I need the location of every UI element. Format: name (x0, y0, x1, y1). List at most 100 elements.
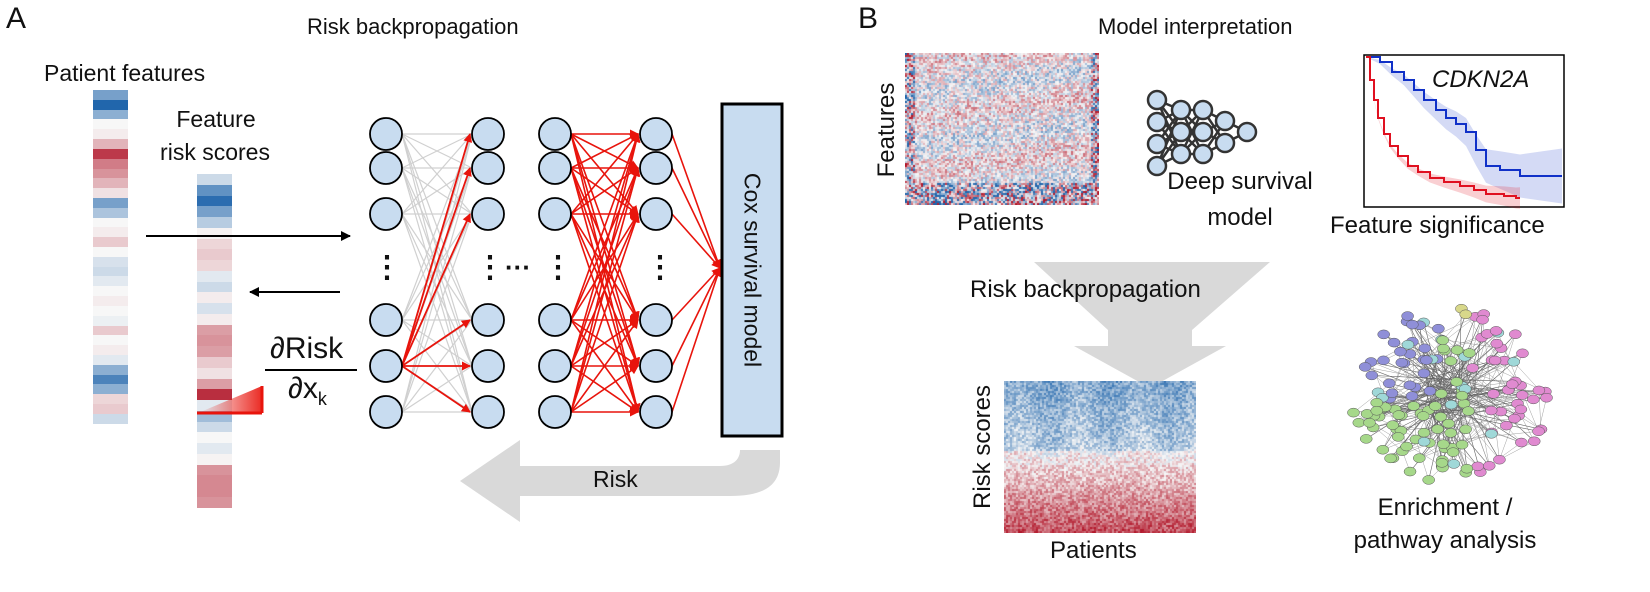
km-plot (1363, 54, 1565, 209)
pathway-edge (1353, 316, 1476, 413)
ellipsis-layer3: ⋮ (543, 251, 573, 284)
network-node (538, 117, 572, 151)
pathway-edge (1440, 411, 1539, 432)
pathway-node (1417, 368, 1431, 379)
network-node (639, 349, 673, 383)
pathway-edge (1391, 359, 1424, 394)
pathway-node (1377, 329, 1390, 340)
deep-model-label-line2: model (1207, 204, 1273, 231)
pathway-node (1401, 339, 1415, 350)
pathway-edge (1427, 360, 1452, 407)
network-node (639, 197, 673, 231)
pathway-node (1436, 335, 1449, 345)
strip-cell (197, 313, 232, 325)
pathway-node (1493, 454, 1506, 465)
deep-model-icon (1146, 89, 1258, 177)
deep-model-label-line1: Deep survival (1167, 168, 1313, 195)
network-node (538, 349, 572, 383)
red-link (570, 319, 639, 367)
red-link (570, 319, 639, 413)
strip-cell (93, 99, 128, 110)
feature-risk-scores-label-line2: risk scores (160, 139, 270, 165)
pathway-node (1476, 314, 1489, 325)
pathway-node (1434, 412, 1447, 422)
strip-cell (93, 217, 128, 228)
panel-b-title: Model interpretation (1098, 14, 1293, 39)
red-link (570, 133, 641, 413)
ellipsis-layer4: ⋮ (645, 251, 675, 284)
red-link (570, 365, 639, 413)
red-link (570, 167, 640, 367)
pathway-node (1435, 458, 1449, 468)
pathway-node (1358, 362, 1372, 372)
pathway-node (1376, 444, 1390, 455)
strip-cell (93, 325, 128, 336)
red-link (570, 167, 639, 215)
pathway-node (1471, 461, 1484, 472)
pathway-node (1459, 424, 1472, 435)
pathway-node (1505, 379, 1519, 389)
red-link (401, 365, 471, 413)
pathway-node (1482, 461, 1496, 471)
pathway-node (1442, 418, 1455, 429)
strip-cell (197, 421, 232, 433)
pathway-node (1365, 370, 1379, 381)
strip-cell (197, 346, 232, 358)
network-node (538, 303, 572, 337)
grey-link (401, 133, 473, 215)
pathway-node (1432, 323, 1445, 334)
strip-cell (93, 197, 128, 208)
ellipsis-layer2: ⋮ (475, 251, 505, 284)
pathway-node (1488, 355, 1502, 366)
network-node (538, 197, 572, 231)
pathway-edge (1366, 415, 1402, 440)
km-red-curve (1366, 56, 1520, 199)
pathway-node (1417, 427, 1431, 438)
pathway-edge (1437, 332, 1499, 391)
grey-link (401, 133, 473, 169)
pathway-node (1466, 363, 1479, 373)
pathway-node (1403, 380, 1417, 391)
strip-cell (197, 324, 232, 336)
pathway-node (1484, 405, 1498, 416)
red-link-output (671, 213, 721, 269)
pathway-node (1455, 439, 1469, 450)
pathway-network (1347, 303, 1553, 485)
pathway-node (1431, 424, 1444, 434)
pathway-edge (1442, 314, 1466, 341)
strip-cell (197, 432, 232, 444)
strip-cell (197, 270, 232, 282)
strip-cell (93, 178, 128, 189)
strip-cell (93, 364, 128, 375)
pathway-edge (1436, 360, 1496, 377)
pathway-node (1363, 417, 1376, 428)
network-node (369, 395, 403, 429)
pathway-edge (1452, 333, 1488, 453)
feature-risk-scores-strip (197, 174, 232, 508)
strip-cell (93, 158, 128, 169)
feature-heatmap (905, 53, 1099, 205)
ellipsis-layer1: ⋮ (372, 251, 402, 284)
strip-cell (197, 238, 232, 250)
pathway-node (1407, 401, 1420, 411)
red-link-output (671, 267, 722, 413)
risk-arrow-label: Risk (593, 466, 638, 492)
strip-cell (197, 443, 232, 454)
pathway-edge (1412, 324, 1466, 430)
network-node (369, 151, 403, 185)
strip-cell (197, 357, 232, 368)
pathway-edge (1424, 348, 1443, 383)
grey-link (401, 167, 473, 215)
pathway-node (1359, 434, 1373, 444)
pathway-node (1485, 429, 1498, 439)
patients-axis-label-top: Patients (957, 209, 1044, 236)
strip-cell (197, 217, 232, 228)
feature-significance-label: Feature significance (1330, 212, 1545, 239)
icon-node (1214, 132, 1236, 154)
icon-node (1146, 111, 1168, 133)
gradient-denominator: ∂xk (288, 372, 327, 410)
strip-cell (197, 486, 232, 497)
strip-cell (197, 367, 232, 379)
pathway-node (1392, 410, 1406, 420)
